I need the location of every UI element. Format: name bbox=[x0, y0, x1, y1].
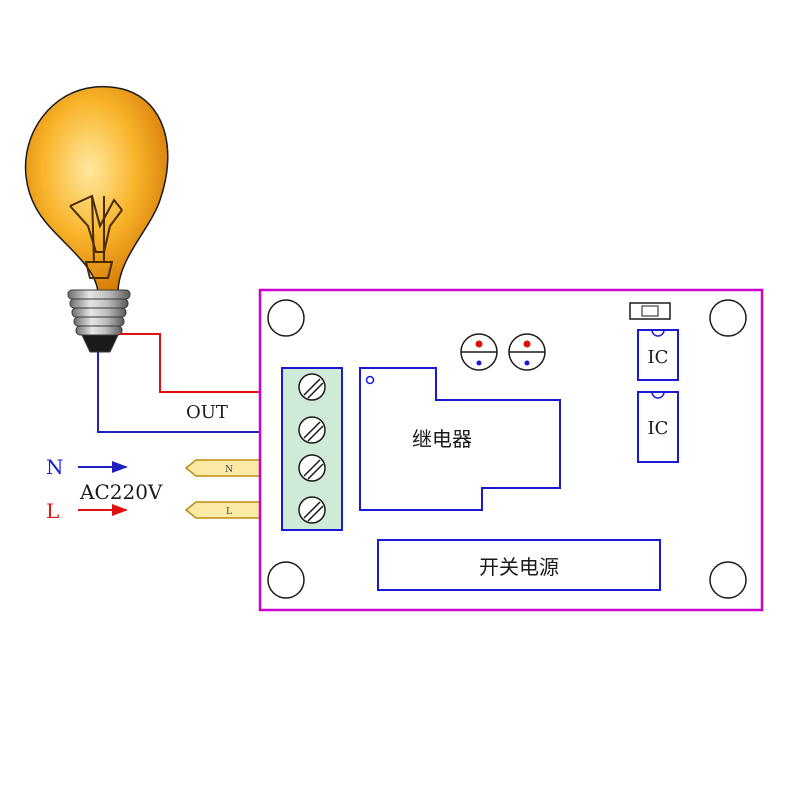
terminal-block bbox=[281, 367, 343, 531]
terminal-screw-1 bbox=[298, 373, 326, 401]
terminal-screw-4 bbox=[298, 496, 326, 524]
bulb-glass bbox=[24, 85, 169, 294]
l-arrow bbox=[78, 504, 128, 516]
power-supply-label: 开关电源 bbox=[479, 555, 559, 579]
wire-live-out bbox=[120, 333, 300, 393]
led-2-icon bbox=[508, 333, 546, 371]
mounting-hole-top-right bbox=[709, 299, 747, 337]
ic-top-label: IC bbox=[648, 347, 669, 368]
mounting-hole-bottom-right bbox=[709, 561, 747, 599]
ic-chip-top: IC bbox=[637, 329, 679, 381]
relay: 继电器 bbox=[359, 367, 561, 511]
plug-n-label: N bbox=[225, 465, 233, 475]
mounting-hole-bottom-left bbox=[267, 561, 305, 599]
ic-bottom-label: IC bbox=[648, 418, 669, 439]
mounting-hole-top-left bbox=[267, 299, 305, 337]
ic-chip-bottom: IC bbox=[637, 391, 679, 463]
terminal-screw-2 bbox=[298, 416, 326, 444]
small-component bbox=[629, 302, 671, 320]
n-arrow bbox=[78, 461, 128, 473]
pcb-board: 继电器 IC IC bbox=[258, 288, 764, 612]
plug-l-label: L bbox=[226, 507, 232, 517]
out-label: OUT bbox=[186, 402, 228, 423]
relay-label: 继电器 bbox=[412, 427, 472, 451]
led-1-icon bbox=[460, 333, 498, 371]
light-bulb-icon bbox=[24, 85, 169, 353]
bulb-base bbox=[67, 289, 131, 353]
bulb-filament bbox=[69, 194, 123, 279]
power-supply-module: 开关电源 bbox=[377, 539, 661, 591]
wire-neutral-out bbox=[97, 352, 300, 433]
terminal-screw-3 bbox=[298, 454, 326, 482]
n-label: N bbox=[46, 455, 64, 479]
ac-voltage-label: AC220V bbox=[79, 480, 163, 504]
l-label: L bbox=[46, 499, 59, 523]
relay-pin1-marker bbox=[365, 375, 375, 385]
